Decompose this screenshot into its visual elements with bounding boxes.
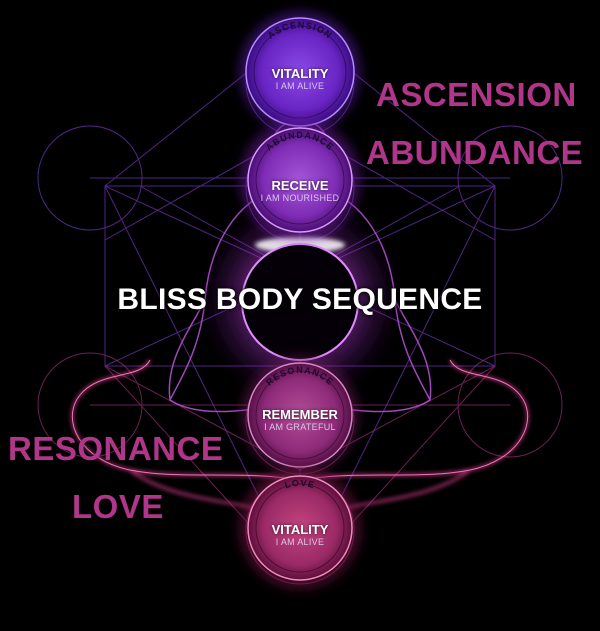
- energy-curves-core: [71, 359, 529, 481]
- orb-sub-love: I AM ALIVE: [275, 537, 325, 547]
- orb-love: [240, 468, 360, 588]
- orb-label-resonance: REMEMBER: [262, 407, 338, 422]
- orb-label-abundance: RECEIVE: [271, 178, 329, 193]
- orb-resonance: [242, 357, 358, 473]
- orb-sub-abundance: I AM NOURISHED: [260, 193, 340, 203]
- orb-ascension: [240, 12, 360, 132]
- orb-abundance: [240, 120, 360, 240]
- orb-sub-resonance: I AM GRATEFUL: [264, 422, 336, 432]
- label-abundance: ABUNDANCE: [366, 134, 584, 171]
- label-ascension: ASCENSION: [376, 76, 577, 113]
- page-title: BLISS BODY SEQUENCE: [117, 283, 483, 316]
- label-resonance: RESONANCE: [8, 430, 224, 467]
- orb-label-ascension: VITALITY: [271, 66, 329, 81]
- orb-label-love: VITALITY: [271, 522, 329, 537]
- orb-sub-ascension: I AM ALIVE: [275, 81, 325, 91]
- label-love: LOVE: [72, 488, 164, 525]
